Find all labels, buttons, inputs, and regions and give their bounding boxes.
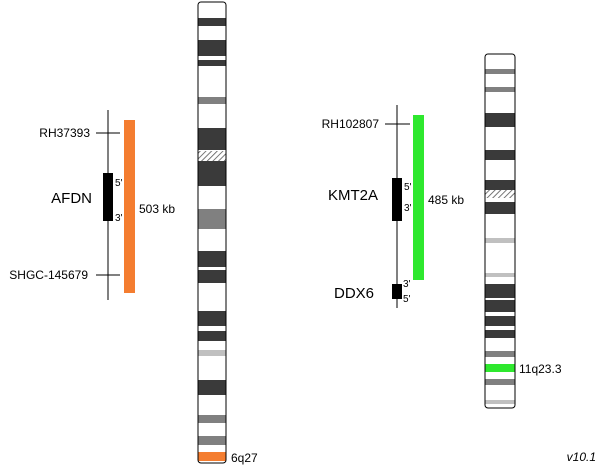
chromosome-11-band — [485, 180, 515, 190]
chromosome-11-band — [485, 300, 515, 312]
chromosome-11-band — [485, 379, 515, 385]
chromosome-6-band — [198, 161, 226, 186]
chromosome-6-band — [198, 40, 226, 56]
marker-label-shgc-145679: SHGC-145679 — [9, 268, 88, 282]
chromosome-6-band — [198, 311, 226, 326]
chromosome-11-band — [485, 238, 515, 243]
chromosome-11-band — [485, 190, 515, 198]
gene-end-label-ddx6-top: 3' — [403, 279, 411, 290]
chromosome-11-band — [485, 202, 515, 214]
region-bar-green — [413, 115, 424, 280]
gene-end-label-afdn-top: 5' — [115, 178, 123, 189]
chromosome-11-band — [485, 284, 515, 298]
chromosome-6-band — [198, 415, 226, 423]
gene-label-afdn: AFDN — [51, 190, 92, 207]
chromosome-6-band — [198, 452, 226, 461]
chromosome-6-ideogram — [197, 1, 227, 464]
gene-end-label-ddx6-bottom: 5' — [403, 294, 411, 305]
band-label-6q27: 6q27 — [231, 451, 258, 465]
chromosome-6-band — [198, 331, 226, 341]
left-panel: RH37393 SHGC-145679 AFDN 5' 3' 503 kb 6q… — [9, 1, 258, 465]
chromosome-6-band — [198, 18, 226, 26]
chromosome-11-band — [485, 316, 515, 326]
chromosome-11-band — [485, 113, 515, 127]
chromosome-11-band — [485, 273, 515, 277]
gene-box-ddx6 — [392, 284, 402, 299]
chromosome-6-band — [198, 436, 226, 445]
chromosome-6-band — [198, 209, 226, 229]
gene-box-afdn — [103, 173, 113, 221]
gene-label-ddx6: DDX6 — [334, 285, 374, 302]
region-bar-orange — [124, 120, 135, 293]
band-label-11q23-3: 11q23.3 — [519, 362, 562, 376]
chromosome-6-band — [198, 60, 226, 66]
chromosome-11-band — [485, 69, 515, 74]
chromosome-6-band — [198, 128, 226, 150]
gene-box-kmt2a — [392, 178, 402, 221]
chromosome-6-band — [198, 97, 226, 104]
chromosome-11-outline — [484, 53, 516, 409]
chromosome-11-band — [485, 400, 515, 404]
gene-label-kmt2a: KMT2A — [328, 187, 378, 204]
chromosome-11-band — [485, 330, 515, 338]
marker-label-rh102807: RH102807 — [322, 117, 380, 131]
version-label: v10.1 — [567, 450, 596, 464]
chromosome-11-ideogram — [484, 53, 516, 409]
chromosome-11-band — [485, 87, 515, 92]
chromosome-6-band — [198, 350, 226, 356]
chromosome-6-band — [198, 151, 226, 161]
region-size-label-right: 485 kb — [428, 193, 464, 207]
chromosome-6-outline — [197, 1, 227, 464]
gene-end-label-kmt2a-bottom: 3' — [404, 203, 412, 214]
chromosome-11-band — [485, 351, 515, 357]
chromosome-11-band — [485, 364, 515, 372]
chromosome-6-band — [198, 270, 226, 283]
chromosome-6-band — [198, 251, 226, 267]
chromosome-11-band — [485, 150, 515, 160]
right-panel: RH102807 KMT2A 5' 3' DDX6 3' 5' 485 kb 1… — [322, 53, 562, 409]
gene-end-label-kmt2a-top: 5' — [404, 182, 412, 193]
marker-label-rh37393: RH37393 — [39, 126, 90, 140]
chromosome-6-band — [198, 380, 226, 395]
region-size-label-left: 503 kb — [139, 202, 175, 216]
gene-end-label-afdn-bottom: 3' — [115, 213, 123, 224]
